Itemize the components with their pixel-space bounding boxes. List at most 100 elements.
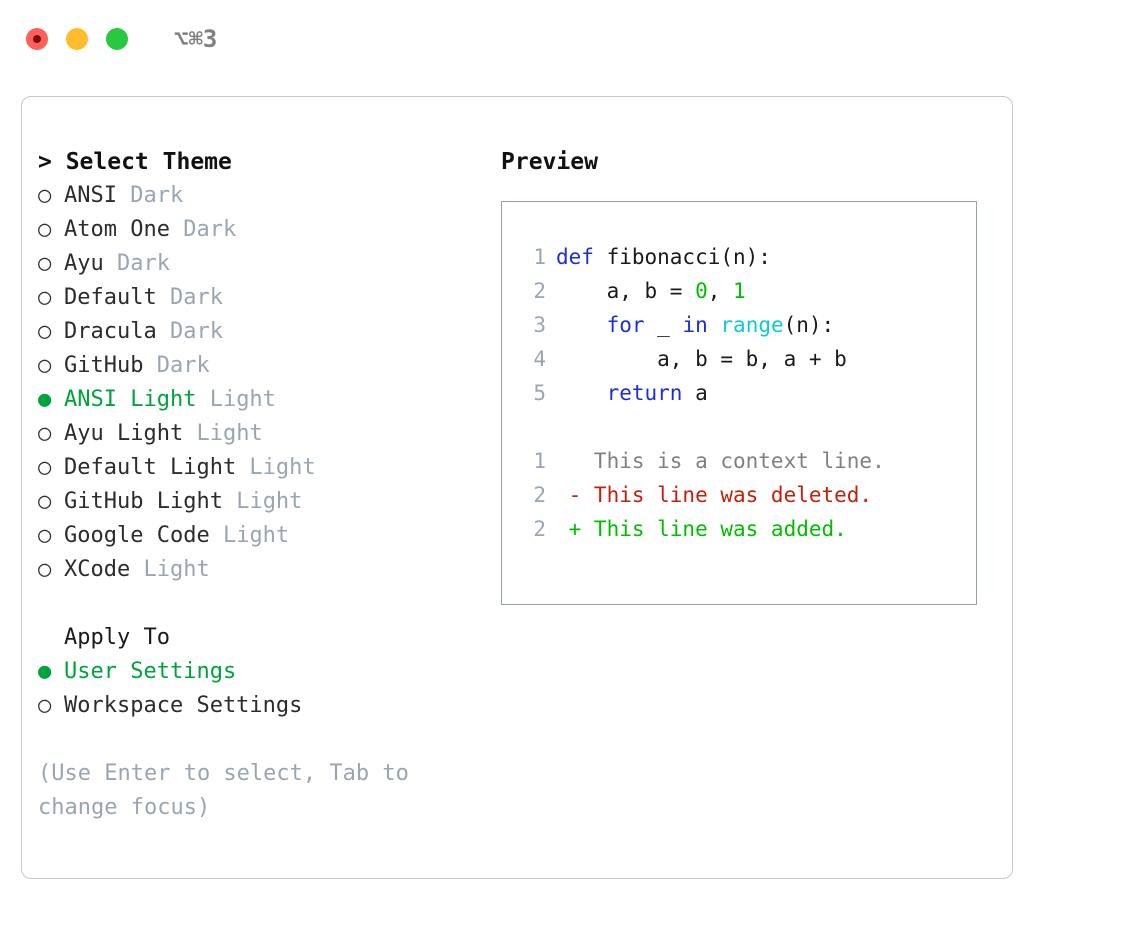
- theme-option-variant: Light: [183, 421, 263, 446]
- code-token-kw: in: [682, 313, 708, 337]
- theme-option-variant: Dark: [116, 183, 184, 208]
- radio-unselected-icon: ○: [38, 557, 52, 582]
- code-token-txt: ,: [707, 279, 734, 303]
- diff-line-del: 2 - This line was deleted.: [502, 478, 976, 512]
- code-spacer: [502, 410, 976, 444]
- radio-unselected-icon: ○: [38, 285, 52, 310]
- theme-selector-panel: > Select Theme ○ANSI Dark○Atom One Dark○…: [38, 145, 498, 825]
- theme-option-variant: Light: [209, 523, 290, 548]
- app-window: > Select Theme ○ANSI Dark○Atom One Dark○…: [21, 96, 1013, 879]
- theme-option-label: Dracula: [64, 319, 157, 344]
- code-line-number: 4: [533, 347, 546, 371]
- title-bar: ⌥⌘3: [0, 0, 1140, 78]
- theme-option-variant: Light: [196, 387, 276, 412]
- code-token-txt: a, b =: [556, 279, 696, 303]
- close-window-button[interactable]: [26, 28, 48, 50]
- diff-line-text: This is a context line.: [556, 449, 885, 473]
- theme-option-ayu-light[interactable]: ○ Ayu Light Light: [38, 417, 498, 451]
- theme-option-github[interactable]: ○ GitHub Dark: [38, 349, 498, 383]
- theme-option-dracula[interactable]: ○ Dracula Dark: [38, 315, 498, 349]
- theme-option-label: Default: [64, 285, 157, 310]
- preview-heading: Preview: [501, 149, 598, 175]
- diff-line-number: 1: [533, 449, 546, 473]
- radio-unselected-icon: ○: [38, 421, 52, 446]
- radio-unselected-icon: ○: [38, 217, 52, 242]
- traffic-light-group: [26, 28, 128, 50]
- apply-to-list[interactable]: ● User Settings ○ Workspace Settings: [38, 655, 498, 723]
- code-line: 4 a, b = b, a + b: [502, 342, 976, 376]
- theme-option-ansi-light[interactable]: ● ANSI Light Light: [38, 383, 498, 417]
- code-line-number: 5: [533, 381, 546, 405]
- radio-unselected-icon: ○: [38, 455, 52, 480]
- theme-option-variant: Light: [130, 557, 210, 582]
- code-token-txt: fibonacci(n):: [606, 245, 771, 269]
- theme-option-label: GitHub Light: [64, 489, 223, 514]
- theme-option-label: GitHub: [64, 353, 144, 378]
- apply-to-option-workspace-settings[interactable]: ○ Workspace Settings: [38, 689, 498, 723]
- diff-line-add: 2 + This line was added.: [502, 512, 976, 546]
- theme-option-variant: Light: [222, 489, 303, 514]
- code-token-txt: a: [682, 381, 708, 405]
- radio-selected-icon: ●: [38, 659, 52, 684]
- theme-option-xcode[interactable]: ○ XCode Light: [38, 553, 498, 587]
- diff-line-number: 2: [533, 483, 546, 507]
- code-token-txt: [708, 313, 721, 337]
- theme-option-ansi[interactable]: ○ANSI Dark: [38, 179, 498, 213]
- radio-unselected-icon: ○: [38, 693, 52, 718]
- theme-option-google-code[interactable]: ○ Google Code Light: [38, 519, 498, 553]
- theme-option-ayu[interactable]: ○ Ayu Dark: [38, 247, 498, 281]
- diff-line-ctx: 1 This is a context line.: [502, 444, 976, 478]
- radio-unselected-icon: ○: [38, 251, 52, 276]
- select-theme-heading: > Select Theme: [38, 149, 232, 175]
- theme-option-label: Ayu: [64, 251, 104, 276]
- code-token-txt: (n):: [783, 313, 835, 337]
- radio-unselected-icon: ○: [38, 523, 52, 548]
- code-line-number: 1: [533, 245, 546, 269]
- theme-option-label: Ayu Light: [64, 421, 184, 446]
- radio-unselected-icon: ○: [38, 183, 52, 208]
- maximize-window-button[interactable]: [106, 28, 128, 50]
- minimize-window-button[interactable]: [66, 28, 88, 50]
- keyboard-hint-text: (Use Enter to select, Tab to change focu…: [38, 761, 409, 820]
- theme-option-variant: Dark: [143, 353, 210, 378]
- theme-option-atom-one[interactable]: ○Atom One Dark: [38, 213, 498, 247]
- diff-line-number: 2: [533, 517, 546, 541]
- theme-option-variant: Dark: [156, 319, 223, 344]
- code-token-num: 1: [733, 279, 746, 303]
- code-token-fn: range: [720, 313, 784, 337]
- theme-option-variant: Dark: [169, 217, 237, 242]
- theme-option-label: Google Code: [64, 523, 210, 548]
- code-line-number: 3: [533, 313, 546, 337]
- radio-unselected-icon: ○: [38, 353, 52, 378]
- radio-unselected-icon: ○: [38, 489, 52, 514]
- radio-unselected-icon: ○: [38, 319, 52, 344]
- theme-list[interactable]: ○ANSI Dark○Atom One Dark○Ayu Dark○Defaul…: [38, 179, 498, 587]
- theme-option-label: ANSI Light: [64, 387, 197, 412]
- diff-sample: 1 This is a context line.2 - This line w…: [502, 444, 976, 546]
- code-line: 5 return a: [502, 376, 976, 410]
- apply-to-option-label: User Settings: [64, 659, 237, 684]
- theme-option-default-light[interactable]: ○ Default Light Light: [38, 451, 498, 485]
- content-columns: > Select Theme ○ANSI Dark○Atom One Dark○…: [22, 97, 1012, 878]
- theme-option-variant: Dark: [156, 285, 223, 310]
- code-token-txt: _: [644, 313, 683, 337]
- code-line: 2 a, b = 0, 1: [502, 274, 976, 308]
- code-token-kw: def: [556, 245, 607, 269]
- code-token-txt: [556, 313, 607, 337]
- theme-option-label: Default Light: [64, 455, 237, 480]
- code-sample: 1 def fibonacci(n): 2 a, b = 0, 1 3 for _ i…: [502, 240, 976, 410]
- diff-line-text: + This line was added.: [556, 517, 847, 541]
- code-token-txt: [556, 381, 607, 405]
- preview-box: 1 def fibonacci(n): 2 a, b = 0, 1 3 for _ i…: [501, 201, 977, 605]
- apply-to-option-label: Workspace Settings: [64, 693, 303, 718]
- radio-selected-icon: ●: [38, 387, 52, 412]
- theme-option-github-light[interactable]: ○ GitHub Light Light: [38, 485, 498, 519]
- theme-option-default[interactable]: ○ Default Dark: [38, 281, 498, 315]
- theme-option-variant: Dark: [103, 251, 170, 276]
- theme-option-variant: Light: [236, 455, 316, 480]
- keyboard-shortcut-label: ⌥⌘3: [174, 25, 218, 53]
- theme-option-label: XCode: [64, 557, 131, 582]
- code-line: 1 def fibonacci(n):: [502, 240, 976, 274]
- apply-to-option-user-settings[interactable]: ● User Settings: [38, 655, 498, 689]
- code-token-kw: for: [606, 313, 645, 337]
